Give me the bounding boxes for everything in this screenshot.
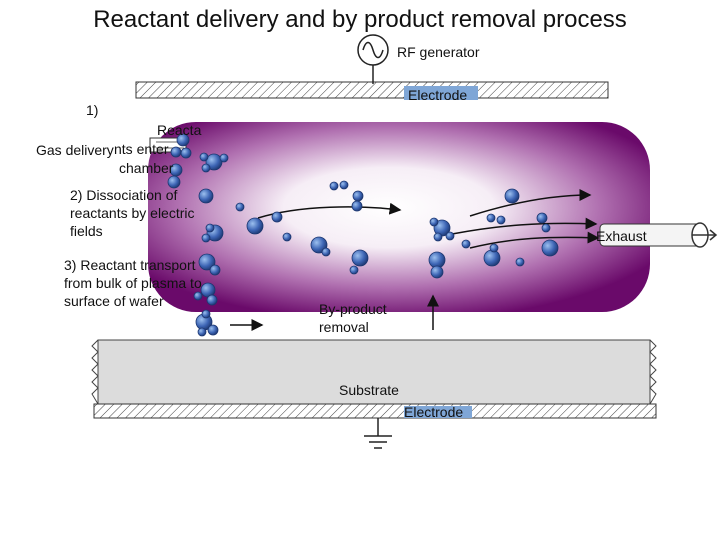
top-electrode-highlight xyxy=(404,86,478,100)
step3-label: 3) Reactant transport from bulk of plasm… xyxy=(64,257,202,309)
step1-number: 1) xyxy=(86,102,99,118)
ac-source-icon xyxy=(357,34,389,66)
step1-text-c: chamber xyxy=(119,160,174,176)
gas-delivery-label: Gas delivery xyxy=(36,142,114,158)
flow-arrow-4 xyxy=(469,231,600,249)
flow-arrow-2 xyxy=(469,189,592,217)
top-electrode-label: Electrode xyxy=(408,87,468,103)
ground-icon xyxy=(364,418,392,449)
bottom-electrode-highlight xyxy=(404,406,472,418)
bottom-electrode-label: Electrode xyxy=(404,404,464,420)
bottom-electrode-plate xyxy=(93,403,657,419)
molecules xyxy=(167,133,559,337)
step1-text-a: Reacta xyxy=(157,122,202,138)
exhaust-label: Exhaust xyxy=(596,228,647,244)
substrate-plate xyxy=(97,339,651,405)
diagram-title: Reactant delivery and by product removal… xyxy=(93,6,627,33)
rf-generator-label: RF generator xyxy=(397,44,480,60)
byproduct-label: By-product removal xyxy=(319,301,387,335)
flow-arrow-3 xyxy=(451,217,598,235)
substrate-label: Substrate xyxy=(339,382,399,398)
top-electrode-plate xyxy=(135,81,609,99)
step1-text-b: nts enter xyxy=(114,141,169,157)
step2-label: 2) Dissociation of reactants by electric… xyxy=(70,187,195,239)
exhaust-valve-icon xyxy=(599,222,718,248)
plasma-region xyxy=(148,122,650,312)
